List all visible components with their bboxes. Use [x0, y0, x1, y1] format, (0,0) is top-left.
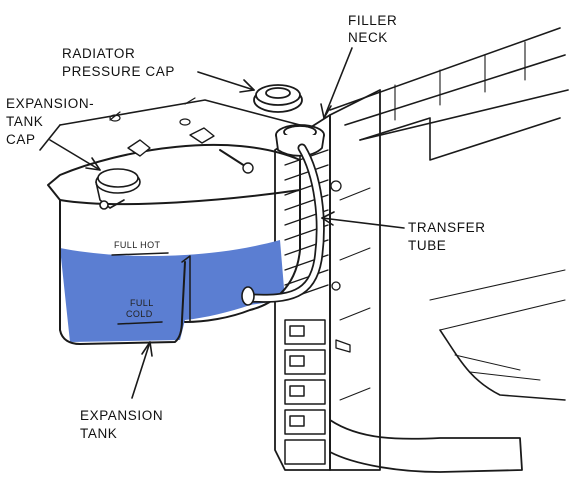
label-exp-tank-line1: EXPANSION — [80, 408, 163, 423]
label-exp-cap-line3: CAP — [6, 132, 36, 147]
label-filler-neck-line2: NECK — [348, 30, 388, 45]
expansion-tank-cap — [95, 168, 141, 210]
label-radiator-line2: PRESSURE CAP — [62, 64, 175, 79]
engine-background — [329, 27, 569, 401]
transfer-tube — [241, 143, 325, 306]
expansion-tank: FULL HOT FULL COLD — [47, 127, 301, 345]
full-cold-marking-line2: COLD — [126, 309, 153, 319]
label-transfer-tube: TRANSFER TUBE — [408, 220, 486, 253]
label-exp-cap-line2: TANK — [6, 114, 43, 129]
label-transfer-line1: TRANSFER — [408, 220, 486, 235]
radiator-pressure-cap — [253, 84, 303, 113]
label-radiator-pressure-cap: RADIATOR PRESSURE CAP — [62, 46, 175, 79]
radiator — [274, 89, 523, 473]
label-exp-tank-line2: TANK — [80, 426, 117, 441]
full-cold-marking-line1: FULL — [130, 298, 154, 308]
label-transfer-line2: TUBE — [408, 238, 446, 253]
label-filler-neck: FILLER NECK — [348, 13, 397, 45]
label-filler-neck-line1: FILLER — [348, 13, 397, 28]
label-expansion-tank-cap: EXPANSION- TANK CAP — [6, 96, 94, 147]
filler-neck — [275, 124, 325, 157]
coolant-level — [60, 240, 285, 342]
label-exp-cap-line1: EXPANSION- — [6, 96, 94, 111]
label-expansion-tank: EXPANSION TANK — [80, 408, 163, 441]
full-hot-marking: FULL HOT — [114, 240, 160, 250]
leader-lines — [49, 47, 405, 399]
label-radiator-line1: RADIATOR — [62, 46, 135, 61]
